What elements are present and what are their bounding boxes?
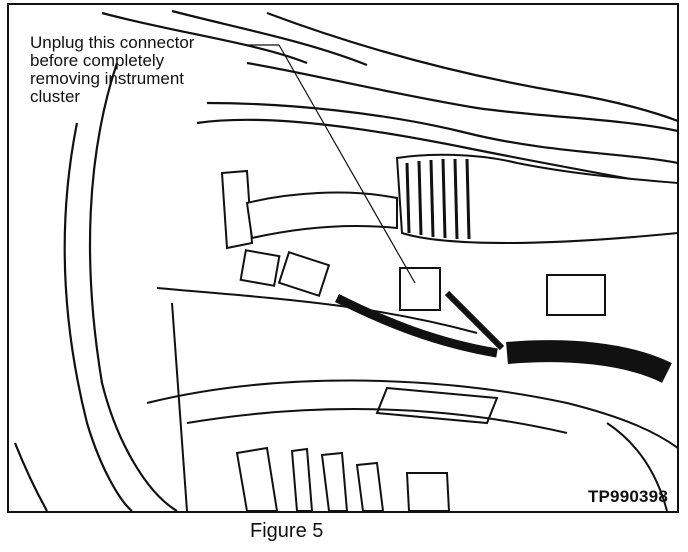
wire-harness	[334, 290, 672, 383]
callout-line: cluster	[30, 87, 81, 106]
callout-line: removing instrument	[30, 69, 185, 88]
callout-line: Unplug this connector	[30, 33, 195, 52]
right-connector	[546, 274, 606, 316]
callout-label: Unplug this connector before completely …	[30, 34, 194, 106]
figure-border	[7, 3, 679, 513]
bottom-vents	[235, 446, 451, 512]
lower-panel	[146, 287, 679, 512]
air-duct-hose	[395, 153, 679, 245]
wire-connectors	[239, 249, 606, 316]
figure-illustration	[7, 3, 679, 513]
figure-code: TP990398	[587, 487, 668, 506]
instrument-panel-drawing	[7, 3, 679, 513]
callout-leader	[245, 44, 416, 284]
target-connector	[399, 267, 441, 311]
figure-caption: Figure 5	[250, 520, 324, 542]
callout-line: before completely	[30, 51, 165, 70]
connector-bracket	[220, 169, 398, 250]
left-panel-edge	[13, 62, 178, 512]
